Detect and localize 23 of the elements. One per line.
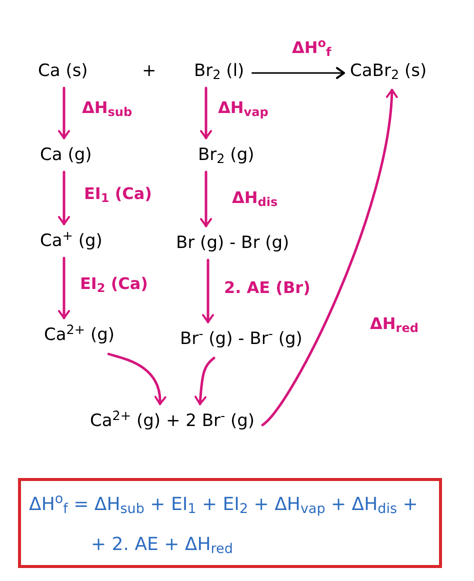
species-label: CaBr$_{2}$ (s) bbox=[350, 58, 427, 84]
species-label: Br$^{-}$ (g) - Br$^{-}$ (g) bbox=[180, 326, 302, 352]
arrow bbox=[202, 258, 214, 324]
plus-sign: + bbox=[142, 60, 156, 83]
species-label: Ca$^{2+}$ (g) + 2 Br$^{-}$ (g) bbox=[90, 408, 255, 434]
arrow bbox=[261, 88, 398, 426]
species-label: Ca (s) bbox=[38, 58, 88, 84]
species-label: Br$_{2}$ (g) bbox=[198, 142, 254, 168]
arrow bbox=[107, 352, 166, 406]
equation-text: ΔH$^{o}$$_{f}$ = ΔH$_{sub}$ + EI$_{1}$ + EI$_{2}$ + ΔH$_{vap}$ + ΔH$_{dis}$ + + 2. AE + ΔH$_{red}$ bbox=[29, 490, 419, 560]
arrow bbox=[251, 67, 345, 79]
arrow bbox=[200, 170, 212, 228]
arrow bbox=[58, 256, 70, 320]
equation-box bbox=[18, 478, 442, 568]
species-label: Br (g) - Br (g) bbox=[176, 230, 290, 256]
species-label: Br$_{2}$ (l) bbox=[194, 58, 244, 84]
arrow bbox=[194, 356, 216, 406]
species-label: Ca (g) bbox=[40, 142, 92, 168]
arrow bbox=[58, 170, 70, 226]
species-label: Ca$^{+}$ (g) bbox=[40, 228, 102, 254]
arrow bbox=[200, 86, 212, 140]
arrow bbox=[58, 86, 70, 140]
species-label: Ca$^{2+}$ (g) bbox=[44, 322, 115, 348]
